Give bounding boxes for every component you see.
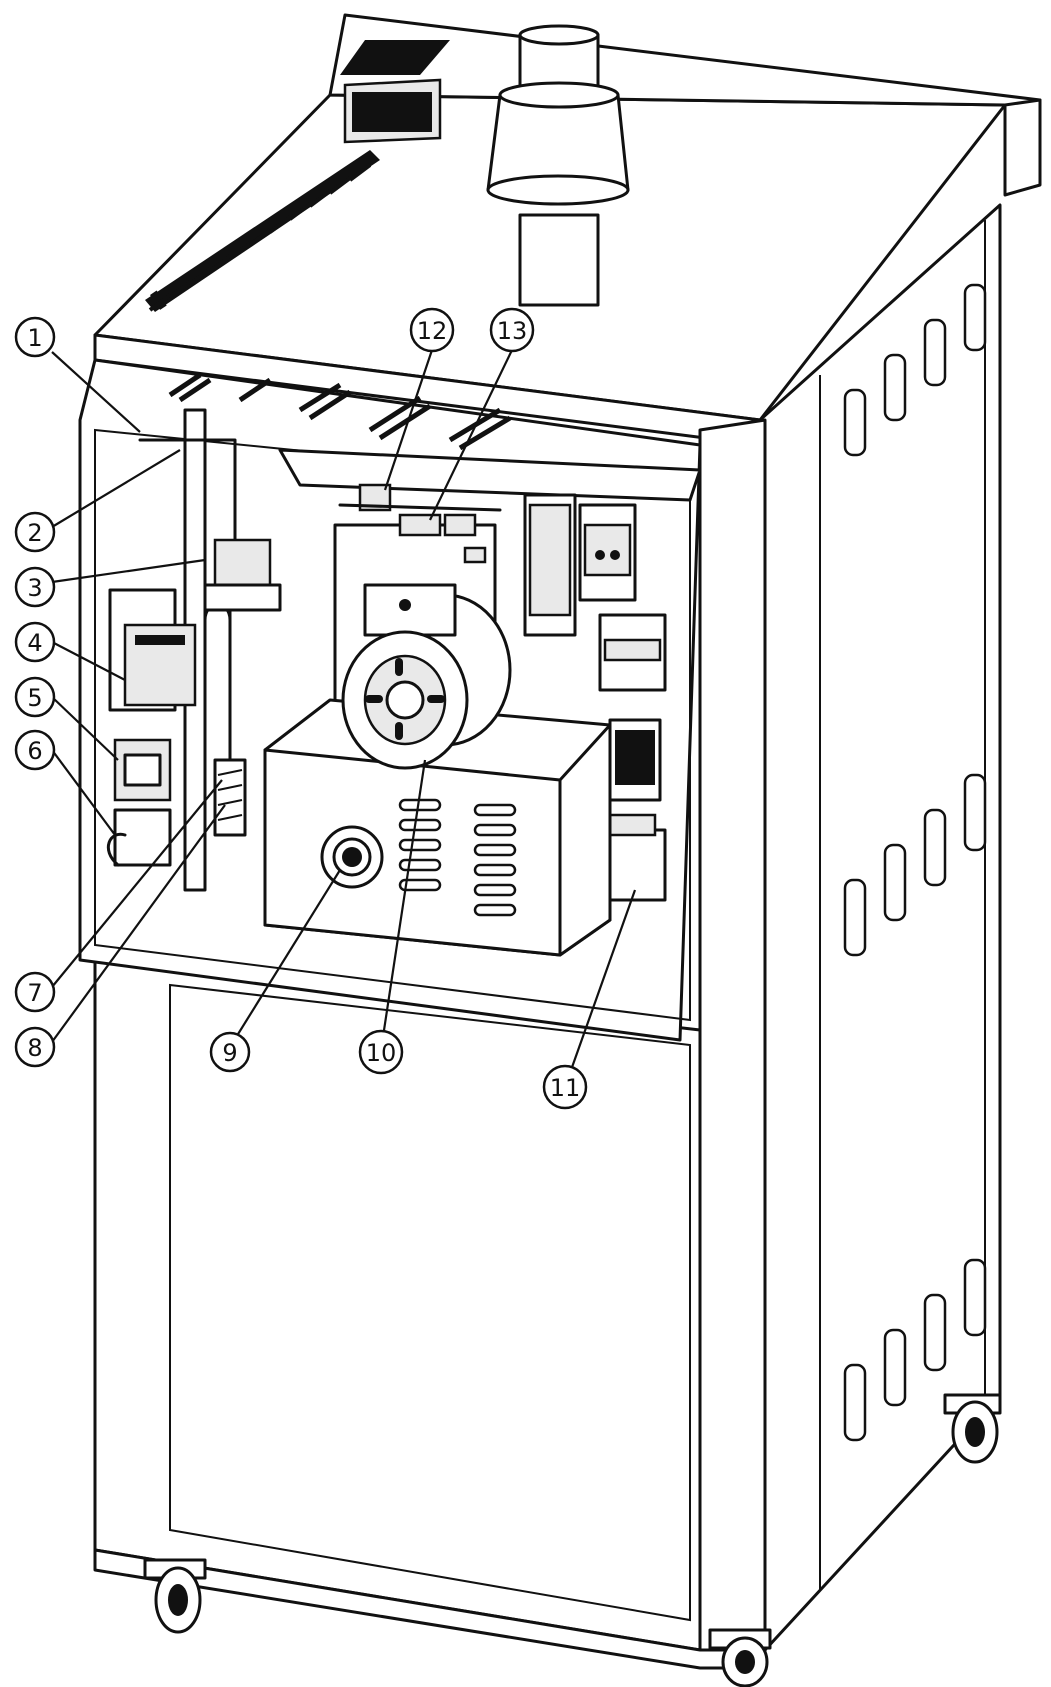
gas-valve-icon xyxy=(203,538,282,612)
svg-text:10: 10 xyxy=(366,1039,397,1067)
leader-lines xyxy=(51,349,637,1088)
svg-text:5: 5 xyxy=(27,684,42,712)
callout-5: 5 xyxy=(14,676,56,718)
svg-text:3: 3 xyxy=(27,574,42,602)
top-vent-hatch xyxy=(148,163,372,312)
side-louvers xyxy=(843,283,987,1442)
callout-2: 2 xyxy=(14,511,56,553)
callout-4: 4 xyxy=(14,621,56,663)
louver-group-middle xyxy=(843,773,987,957)
svg-text:7: 7 xyxy=(27,979,42,1007)
flue-chimney-icon xyxy=(486,24,630,307)
transformer-icon xyxy=(113,738,172,802)
burner-fitting-icon xyxy=(320,825,384,889)
callout-12: 12 xyxy=(409,307,455,353)
callout-6: 6 xyxy=(14,729,56,771)
callout-7: 7 xyxy=(14,971,56,1013)
blower-housing xyxy=(263,583,612,957)
svg-text:1: 1 xyxy=(27,324,42,352)
callout-11: 11 xyxy=(542,1064,588,1110)
svg-text:2: 2 xyxy=(27,519,42,547)
caster-rear-right-icon xyxy=(943,1393,1002,1464)
louver-group-lower xyxy=(843,1258,987,1442)
top-assembly xyxy=(145,13,1042,312)
callout-1: 1 xyxy=(14,316,56,358)
casters xyxy=(143,1393,1002,1687)
svg-text:8: 8 xyxy=(27,1034,42,1062)
svg-text:4: 4 xyxy=(27,629,42,657)
svg-text:9: 9 xyxy=(222,1039,237,1067)
wiring-connectors-icon xyxy=(338,483,502,537)
terminal-strip-icon xyxy=(213,758,247,837)
callout-13: 13 xyxy=(489,307,535,353)
caster-front-right-icon xyxy=(708,1628,772,1687)
ignition-module-icon xyxy=(106,808,172,867)
callout-3: 3 xyxy=(14,566,56,608)
housing-vent-slots xyxy=(398,798,517,917)
din-rail-components xyxy=(523,493,667,802)
svg-text:6: 6 xyxy=(27,737,42,765)
svg-text:13: 13 xyxy=(497,317,528,345)
callout-10: 10 xyxy=(358,1029,404,1075)
cabinet-body xyxy=(93,93,1007,1670)
svg-text:11: 11 xyxy=(550,1074,581,1102)
caster-front-left-icon xyxy=(143,1558,207,1634)
callout-9: 9 xyxy=(209,1031,251,1073)
control-board-icon xyxy=(108,588,197,712)
svg-text:12: 12 xyxy=(417,317,448,345)
louver-group-upper xyxy=(843,283,987,457)
blower-motor-icon xyxy=(341,583,512,770)
callout-8: 8 xyxy=(14,1026,56,1068)
callouts: 1 2 3 4 5 6 7 8 xyxy=(14,307,588,1110)
